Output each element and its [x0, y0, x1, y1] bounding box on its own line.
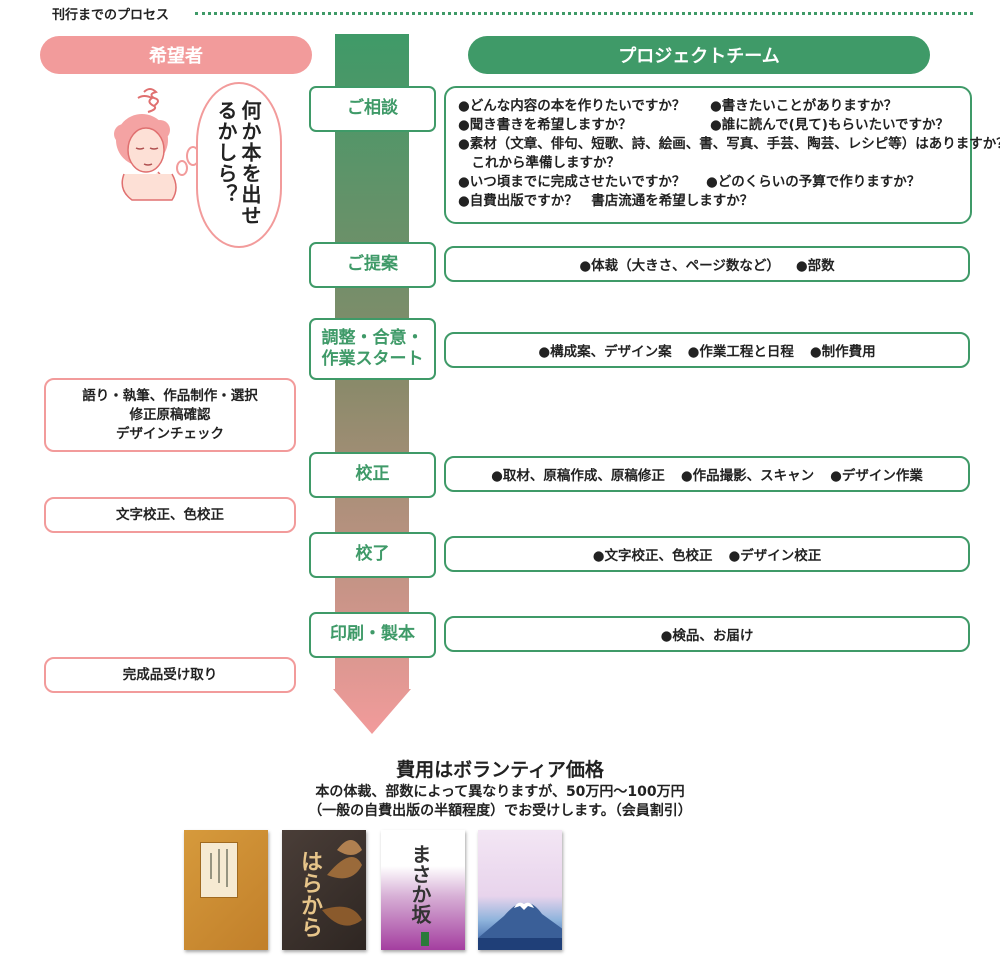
fee-description-line1: 本の体裁、部数によって異なりますが、50万円〜100万円	[315, 784, 685, 800]
page-title: 刊行までのプロセス	[52, 4, 176, 23]
book-title-masakazaka: まさか坂	[408, 844, 432, 924]
question-row: ●自費出版ですか？ 書店流通を希望しますか？	[458, 193, 754, 209]
step-proposal: ご提案	[309, 242, 436, 288]
question-row: これから準備しますか？	[458, 155, 620, 171]
client-writing-box: 語り・執筆、作品制作・選択 修正原稿確認 デザインチェック	[44, 378, 296, 452]
client-receive-box: 完成品受け取り	[44, 657, 296, 693]
leaf-pattern	[322, 840, 362, 926]
title-divider	[195, 12, 973, 15]
question-row: ●どんな内容の本を作りたいですか？●書きたいことがありますか？	[458, 98, 898, 114]
step-printing-binding: 印刷・製本	[309, 612, 436, 658]
fee-heading: 費用はボランティア価格	[396, 759, 604, 781]
client-lane-header: 希望者	[40, 36, 312, 74]
thought-bubble-text: 何か本を出せるかしら？	[214, 100, 262, 226]
book-sample-1	[184, 830, 268, 950]
book-label-text-lines	[210, 849, 228, 887]
step-agreement: 調整・合意・作業スタート	[309, 318, 436, 380]
team-lane-header: プロジェクトチーム	[468, 36, 930, 74]
step-consultation: ご相談	[309, 86, 436, 132]
question-row: ●聞き書きを希望しますか？●誰に読んで(見て)もらいたいですか？	[458, 117, 950, 133]
book-sample-3: まさか坂	[381, 830, 465, 950]
book-label	[200, 842, 238, 898]
book-seal	[421, 932, 429, 946]
proposal-items-box: ●体裁（大きさ、ページ数など）●部数	[444, 246, 970, 282]
consultation-questions-box: ●どんな内容の本を作りたいですか？●書きたいことがありますか？ ●聞き書きを希望…	[444, 86, 1000, 224]
question-row: ●素材（文章、俳句、短歌、詩、絵画、書、写真、手芸、陶芸、レシピ等）はありますか…	[458, 136, 1000, 152]
thought-bubble: 何か本を出せるかしら？	[196, 82, 282, 248]
question-row: ●いつ頃までに完成させたいですか？●どのくらいの予算で作りますか？	[458, 174, 921, 190]
step-final-proof: 校了	[309, 532, 436, 578]
fee-description-line2: （一般の自費出版の半額程度）でお受けします。（会員割引）	[308, 803, 692, 819]
thinking-woman-illustration	[114, 88, 177, 201]
thought-dot-small	[176, 160, 188, 176]
book-sample-2: はらから	[282, 830, 366, 950]
book-sample-4	[478, 830, 562, 950]
client-proofing-box: 文字校正、色校正	[44, 497, 296, 533]
proof-items-box: ●取材、原稿作成、原稿修正●作品撮影、スキャン●デザイン作業	[444, 456, 970, 492]
agreement-items-box: ●構成案、デザイン案●作業工程と日程●制作費用	[444, 332, 970, 368]
step-proofreading: 校正	[309, 452, 436, 498]
book-title-harakara: はらから	[297, 850, 323, 938]
final-proof-items-box: ●文字校正、色校正●デザイン校正	[444, 536, 970, 572]
print-items-box: ●検品、お届け	[444, 616, 970, 652]
mount-fuji-illustration	[478, 902, 562, 950]
